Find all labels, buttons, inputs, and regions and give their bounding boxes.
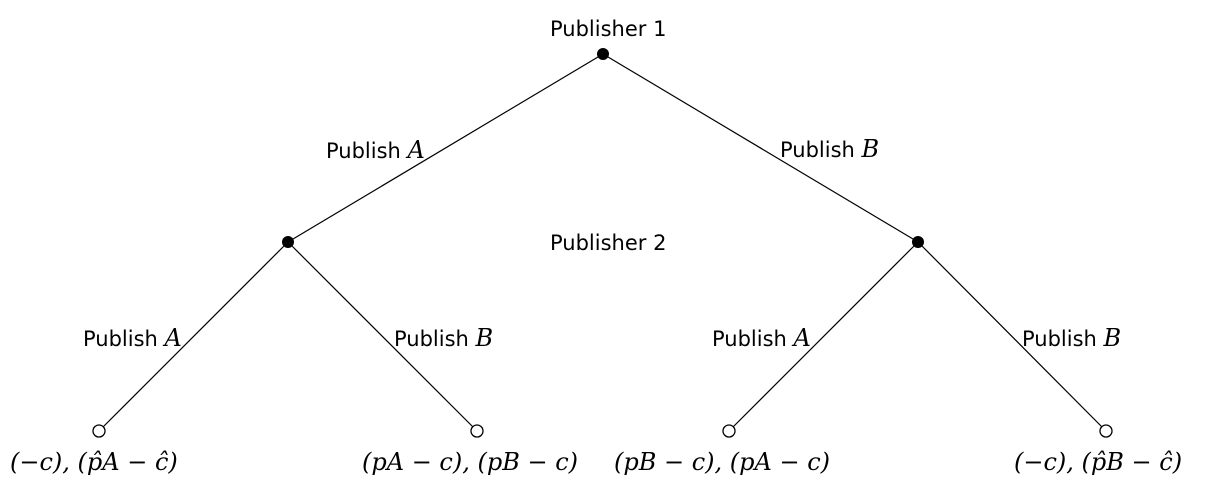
payoff-4: (−c), (p̂B − ĉ) — [1014, 448, 1183, 476]
action-variable: A — [164, 324, 182, 352]
action-word: Publish — [326, 139, 401, 163]
player-1-label: Publisher 1 — [550, 17, 667, 41]
payoff-3: (pB − c), (pA − c) — [614, 448, 831, 476]
edge-right-left — [728, 241, 919, 432]
terminal-node-3 — [722, 424, 736, 438]
action-variable: B — [861, 135, 880, 163]
action-variable: B — [1103, 324, 1122, 352]
edge-right-right — [917, 241, 1107, 432]
action-label-left-right: Publish B — [394, 326, 493, 350]
player-2-label: Publisher 2 — [550, 231, 667, 255]
action-label-right-right: Publish B — [1022, 326, 1121, 350]
action-word: Publish — [394, 327, 469, 351]
action-word: Publish — [780, 138, 855, 162]
payoff-1: (−c), (p̂A − ĉ) — [10, 448, 178, 476]
terminal-node-2 — [470, 424, 484, 438]
root-node — [597, 48, 609, 60]
action-label-root-left: Publish A — [326, 138, 425, 162]
action-variable: B — [475, 324, 494, 352]
action-label-left-left: Publish A — [83, 326, 182, 350]
edge-left-right — [287, 241, 478, 432]
action-variable: A — [793, 324, 811, 352]
decision-node-left — [282, 236, 294, 248]
edge-root-left — [287, 53, 604, 243]
terminal-node-4 — [1099, 424, 1113, 438]
action-variable: A — [407, 136, 425, 164]
payoff-2: (pA − c), (pB − c) — [362, 448, 579, 476]
action-label-root-right: Publish B — [780, 137, 879, 161]
edge-left-left — [98, 241, 289, 432]
action-word: Publish — [83, 327, 158, 351]
decision-node-right — [912, 236, 924, 248]
action-label-right-left: Publish A — [712, 326, 811, 350]
edge-root-right — [602, 53, 919, 243]
action-word: Publish — [1022, 327, 1097, 351]
terminal-node-1 — [92, 424, 106, 438]
action-word: Publish — [712, 327, 787, 351]
